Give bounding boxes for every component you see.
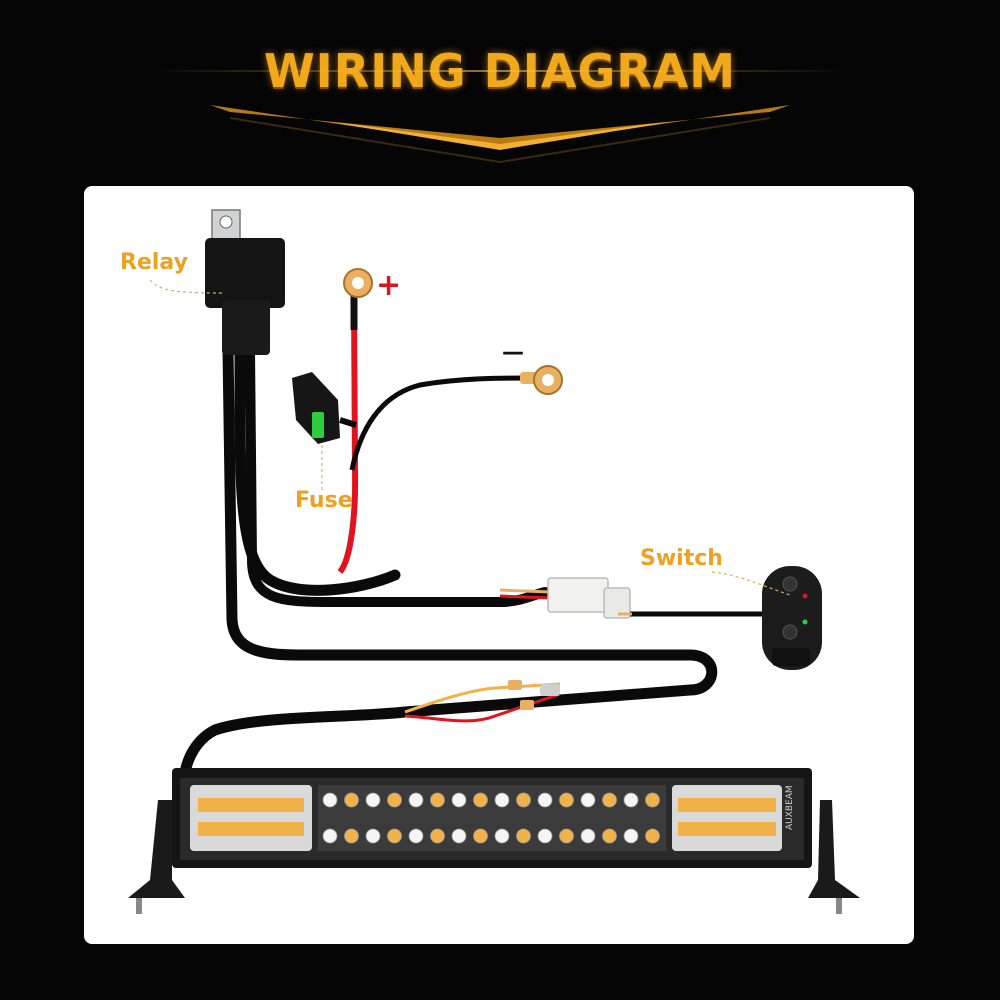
led-dot xyxy=(408,792,424,808)
led-dot xyxy=(602,792,617,808)
right-bracket xyxy=(808,800,860,898)
led-dot xyxy=(537,792,553,808)
led-dot xyxy=(344,828,359,844)
relay-leader xyxy=(149,279,223,294)
relay-wire-power xyxy=(234,344,401,596)
relay-wire-lightbar xyxy=(180,344,718,774)
led-dot xyxy=(537,828,553,844)
right-bolt xyxy=(836,898,842,914)
title-glow-line xyxy=(150,70,850,72)
switch-leader xyxy=(711,571,791,596)
led-dot xyxy=(387,792,402,808)
positive-ring-terminal xyxy=(343,268,373,298)
led-dot xyxy=(559,792,574,808)
led-dot xyxy=(580,828,596,844)
fuse-element xyxy=(312,412,324,438)
led-light-bar: AUXBEAM xyxy=(128,768,860,914)
led-dot xyxy=(322,828,338,844)
led-dot xyxy=(580,792,596,808)
rocker-switch xyxy=(762,566,822,670)
left-bracket xyxy=(128,800,185,898)
led-dot xyxy=(430,792,445,808)
relay-body xyxy=(205,209,285,355)
spot-led-row xyxy=(322,792,660,844)
negative-wire xyxy=(349,375,531,471)
led-dot xyxy=(645,828,660,844)
lightbar-pigtail xyxy=(404,680,561,723)
led-dot xyxy=(494,792,510,808)
positive-wire-red xyxy=(337,299,359,574)
positive-sign: + xyxy=(376,268,402,303)
chevron-outer xyxy=(210,105,790,148)
led-dot xyxy=(516,828,531,844)
negative-ring-terminal xyxy=(520,365,563,395)
switch-label: Switch xyxy=(640,546,723,571)
led-dot xyxy=(365,828,381,844)
led-dot xyxy=(473,828,488,844)
led-dot xyxy=(559,828,574,844)
fuse-holder xyxy=(292,372,357,444)
chevron-shadow xyxy=(229,117,771,164)
led-dot xyxy=(645,792,660,808)
led-dot xyxy=(365,792,381,808)
led-dot xyxy=(602,828,617,844)
header-decoration xyxy=(150,70,850,164)
led-dot xyxy=(623,792,639,808)
led-dot xyxy=(451,828,467,844)
negative-sign: — xyxy=(502,340,524,365)
relay-label: Relay xyxy=(120,250,188,275)
led-dot xyxy=(623,828,639,844)
led-dot xyxy=(387,828,402,844)
left-bolt xyxy=(136,898,142,914)
led-dot xyxy=(473,792,488,808)
led-dot xyxy=(494,828,510,844)
led-dot xyxy=(451,792,467,808)
switch-connector xyxy=(499,577,775,619)
brand-logo: AUXBEAM xyxy=(785,785,795,830)
fuse-label: Fuse xyxy=(295,488,353,513)
led-dot xyxy=(322,792,338,808)
led-dot xyxy=(344,792,359,808)
led-dot xyxy=(408,828,424,844)
led-dot xyxy=(516,792,531,808)
led-dot xyxy=(430,828,445,844)
chevron-inner xyxy=(330,122,670,150)
